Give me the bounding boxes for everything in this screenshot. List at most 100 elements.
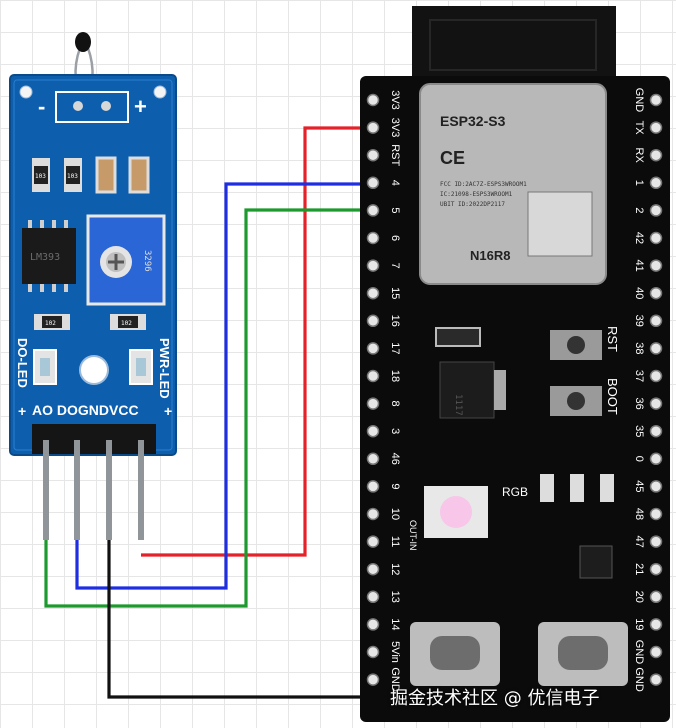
right-pin-label: 40 [633, 287, 645, 299]
left-pin-label: 18 [389, 370, 401, 382]
left-pin-hole [366, 314, 380, 328]
right-pin-hole [649, 507, 663, 521]
smd-resistor-102-a: 102 [34, 314, 70, 330]
smd-resistor-103-a: 103 [32, 158, 50, 192]
right-pin-hole [649, 673, 663, 686]
right-pin-hole [649, 452, 663, 466]
right-pin-column: GNDTXRX1242414039383736350454847212019GN… [633, 88, 663, 692]
left-pin-hole [366, 480, 380, 493]
left-pin-label: 12 [389, 563, 401, 575]
watermark: 掘金技术社区 @ 优信电子 [390, 688, 600, 709]
right-pin-hole [649, 562, 663, 576]
right-pin-label: GND [633, 640, 645, 665]
usb-c-port-left [410, 622, 500, 686]
left-pin-label: 16 [389, 315, 401, 327]
left-pin-label: 8 [389, 401, 401, 407]
right-pin-hole [649, 231, 663, 245]
smd-resistor-102-b: 102 [110, 314, 146, 330]
svg-text:3296: 3296 [142, 250, 152, 272]
right-pin-label: 35 [633, 425, 645, 437]
left-pin-hole [366, 590, 380, 604]
header-pins [43, 440, 144, 540]
right-pin-label: 2 [633, 207, 645, 213]
rst-button[interactable] [550, 330, 602, 360]
usb-c-port-right [538, 622, 628, 686]
antenna [412, 6, 616, 86]
left-pin-hole [366, 562, 380, 576]
right-pin-hole [649, 342, 663, 355]
right-pin-hole [649, 424, 663, 438]
pwr-led-label: PWR-LED [157, 338, 172, 399]
right-pin-label: TX [633, 121, 645, 136]
usb-uart-chip [579, 545, 613, 579]
smd-capacitor-b [128, 156, 150, 194]
ic-id: IC:21098-ESPS3WROOM1 [440, 191, 513, 198]
right-pin-label: 38 [633, 342, 645, 354]
left-pin-label: 4 [389, 180, 401, 186]
thermistor-sensor-module: - + 103 103 LM393 [9, 32, 177, 540]
left-pin-label: 13 [389, 591, 401, 603]
fcc-id: FCC ID:2AC7Z-ESPS3WROOM1 [440, 181, 527, 188]
right-pin-label: 47 [633, 535, 645, 547]
right-pin-label: 39 [633, 315, 645, 327]
rgb-label: RGB [502, 485, 528, 499]
boot-label: BOOT [605, 378, 620, 415]
right-pin-label: 20 [633, 591, 645, 603]
wires [44, 126, 362, 699]
svg-text:102: 102 [45, 320, 56, 327]
right-pin-label: RX [633, 148, 645, 164]
right-pin-label: 45 [633, 480, 645, 492]
left-pin-hole [366, 148, 380, 162]
voltage-regulator [439, 361, 495, 419]
blue-wire [75, 182, 362, 590]
thermistor-bead [75, 32, 91, 52]
svg-text:103: 103 [67, 173, 78, 180]
pin-labels: AO DOGNDVCC [32, 402, 139, 418]
ce-mark: CE [440, 148, 465, 168]
gnd-plus-mark: + [18, 403, 26, 419]
left-pin-label: 5Vin [389, 641, 401, 663]
right-pin-hole [649, 93, 663, 107]
right-pin-hole [649, 148, 663, 162]
right-pin-hole [649, 369, 663, 383]
left-pin-hole [366, 286, 380, 300]
sensor-minus-label: - [38, 94, 45, 119]
regulator-label: 1117 [453, 394, 463, 416]
right-pin-label: 19 [633, 618, 645, 630]
left-pin-hole [366, 424, 380, 438]
right-pin-label: 21 [633, 563, 645, 575]
left-pin-label: 9 [389, 483, 401, 489]
right-pin-hole [649, 397, 663, 410]
left-pin-hole [366, 535, 380, 548]
boot-button[interactable] [550, 386, 602, 416]
smd-resistor-top [435, 327, 481, 347]
left-pin-hole [366, 618, 380, 631]
right-pin-label: 48 [633, 508, 645, 520]
left-pin-hole [366, 231, 380, 245]
right-pin-hole [649, 618, 663, 631]
right-pin-hole [649, 204, 663, 217]
svg-text:102: 102 [121, 320, 132, 327]
right-pin-hole [649, 535, 663, 548]
left-pin-hole [366, 121, 380, 134]
left-pin-label: 17 [389, 342, 401, 354]
left-pin-label: 15 [389, 287, 401, 299]
smd-capacitor-a [95, 156, 117, 194]
right-pin-label: 36 [633, 397, 645, 409]
green-wire [44, 208, 362, 608]
left-pin-hole [366, 507, 380, 521]
right-pin-hole [649, 645, 663, 659]
rst-label: RST [605, 326, 620, 352]
left-pin-label: 3 [389, 428, 401, 434]
lm393-ic: LM393 [22, 220, 76, 292]
right-pin-hole [649, 314, 663, 328]
potentiometer: 3296 [86, 214, 166, 306]
left-pin-label: 3V3 [389, 118, 401, 138]
vcc-plus-mark: + [164, 403, 172, 419]
module-name: ESP32-S3 [440, 113, 506, 129]
sensor-plus-label: + [134, 94, 147, 119]
right-pin-label: 0 [633, 456, 645, 462]
left-pin-hole [366, 176, 380, 190]
right-pin-label: GND [633, 667, 645, 692]
